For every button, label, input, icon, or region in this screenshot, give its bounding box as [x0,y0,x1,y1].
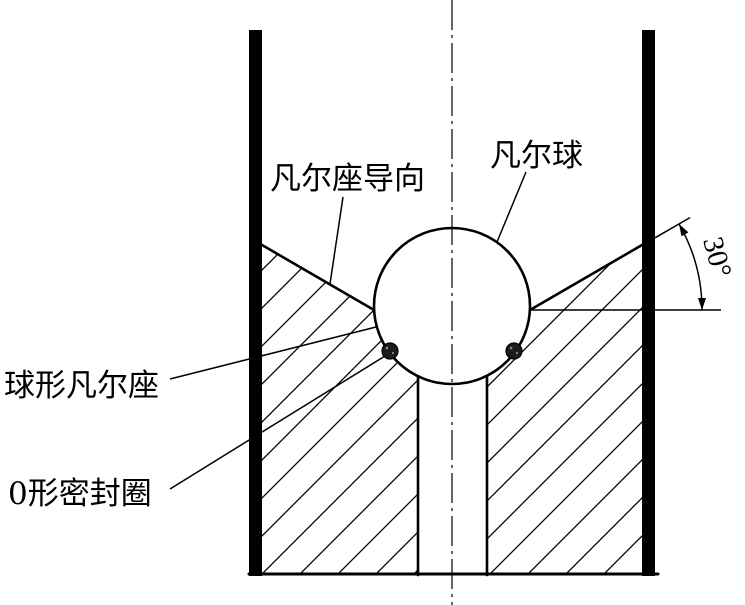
seat-guide-leader-line [329,196,344,285]
o-ring-label: 0形密封圈 [8,476,152,512]
right-seat-guide-surface [528,243,644,312]
ball-leader-line [496,171,527,243]
left-seat-guide-surface [260,243,376,312]
right-o-ring [505,342,523,360]
left-o-ring [381,342,399,360]
spherical-seat-leader-line [169,326,377,380]
spherical-seat-label: 球形凡尔座 [4,368,159,404]
seat-guide-label: 凡尔座导向 [270,161,425,197]
o-ring-leader-line [169,355,386,490]
left-housing-wall [249,30,262,576]
ball-label: 凡尔球 [490,138,583,174]
left-seat-body-hatch [262,245,418,575]
angle-dimension-arc [678,223,707,311]
right-seat-body-hatch [487,245,642,575]
angle-extension-line [654,216,691,239]
right-housing-wall [642,30,655,576]
